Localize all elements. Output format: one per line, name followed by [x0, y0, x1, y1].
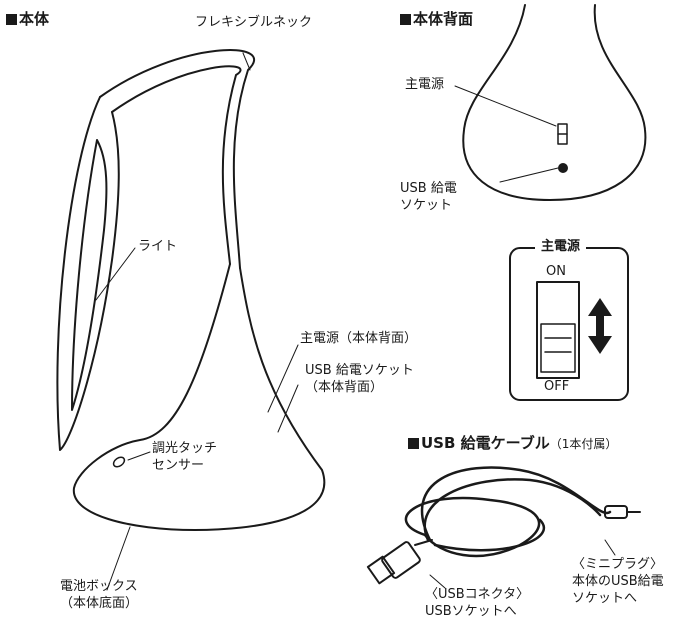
lamp-base: [72, 263, 326, 531]
label-usb-connector: 〈USBコネクタ〉 USBソケットへ: [425, 587, 530, 619]
label-back-usb-socket: USB 給電 ソケット: [400, 181, 457, 213]
square-bullet-icon: [408, 438, 419, 449]
usb-cable: [404, 466, 612, 558]
back-view-body: [462, 4, 647, 201]
square-bullet-icon: [400, 14, 411, 25]
usb-connector: [366, 539, 433, 585]
label-light: ライト: [138, 239, 178, 254]
label-main-power-back: 主電源（本体背面）: [300, 331, 418, 346]
square-bullet-icon: [6, 14, 17, 25]
switch-slot: [536, 281, 580, 379]
section-title-back: 本体背面: [400, 8, 473, 29]
back-usb-socket-icon: [558, 163, 568, 173]
label-usb-socket: USB 給電ソケット （本体背面）: [305, 363, 414, 395]
switch-on-label: ON: [546, 264, 566, 279]
label-flexible-neck: フレキシブルネック: [195, 15, 313, 30]
label-touch-sensor: 調光タッチ センサー: [152, 441, 218, 473]
up-down-arrow-icon: [588, 298, 612, 354]
section-title-cable: USB 給電ケーブル（1本付属）: [408, 432, 617, 453]
lamp-light-head: [56, 96, 120, 451]
mini-plug: [604, 505, 641, 519]
switch-panel-title: 主電源: [535, 238, 587, 255]
touch-sensor-icon: [112, 456, 126, 468]
lamp-light-lens: [71, 139, 108, 411]
section-title-body: 本体: [6, 8, 49, 29]
switch-knob: [540, 323, 576, 373]
label-back-main-power: 主電源: [405, 77, 445, 92]
label-mini-plug: 〈ミニプラグ〉 本体のUSB給電 ソケットへ: [572, 557, 664, 606]
lamp-neck-inner: [111, 65, 242, 265]
switch-off-label: OFF: [544, 379, 570, 394]
cable-quantity-note: （1本付属）: [549, 437, 618, 451]
label-battery-box: 電池ボックス （本体底面）: [60, 579, 139, 611]
lamp-neck-outer: [99, 49, 256, 269]
